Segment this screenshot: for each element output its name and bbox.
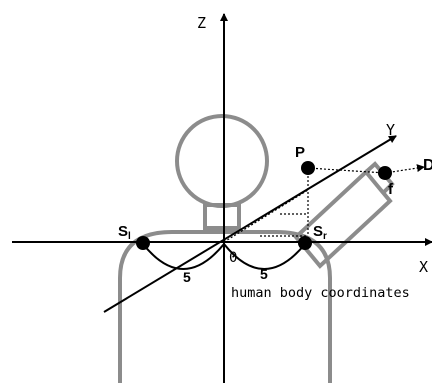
left-distance-arc	[142, 243, 225, 270]
origin-projection-line	[223, 189, 309, 243]
axes	[12, 13, 432, 383]
body-silhouette	[118, 114, 395, 383]
target-point-label: P	[295, 144, 305, 161]
device-point-label: f	[388, 181, 394, 198]
distance-right-label: 5	[260, 266, 268, 282]
distance-arcs	[142, 243, 306, 270]
shoulder-left-point	[136, 236, 150, 250]
direction-label: D	[423, 157, 432, 174]
points	[136, 161, 392, 250]
shoulder-left-label: Sl	[118, 223, 131, 242]
device-outline	[293, 169, 393, 269]
direction-line	[384, 164, 425, 174]
y-axis-label: Y	[386, 121, 395, 139]
x-axis-label: X	[419, 258, 428, 276]
projection-lines	[223, 164, 425, 243]
head-outline	[175, 114, 269, 208]
shoulder-left-letter: S	[118, 223, 128, 240]
right-distance-arc	[223, 243, 306, 270]
origin-label: 0	[229, 250, 237, 266]
distance-left-label: 5	[183, 269, 191, 285]
p-to-f-line	[307, 167, 386, 174]
caption: human body coordinates	[231, 285, 410, 301]
neck-outline	[203, 203, 241, 230]
target-point-p	[301, 161, 315, 175]
shoulder-right-letter: S	[313, 223, 323, 240]
shoulder-right-label: Sr	[313, 223, 327, 242]
device-point-f	[378, 166, 392, 180]
y-axis	[103, 135, 397, 313]
shoulder-right-subscript: r	[323, 231, 327, 242]
shoulder-left-subscript: l	[128, 231, 131, 242]
z-axis-label: Z	[197, 14, 206, 32]
shoulder-right-point	[298, 236, 312, 250]
